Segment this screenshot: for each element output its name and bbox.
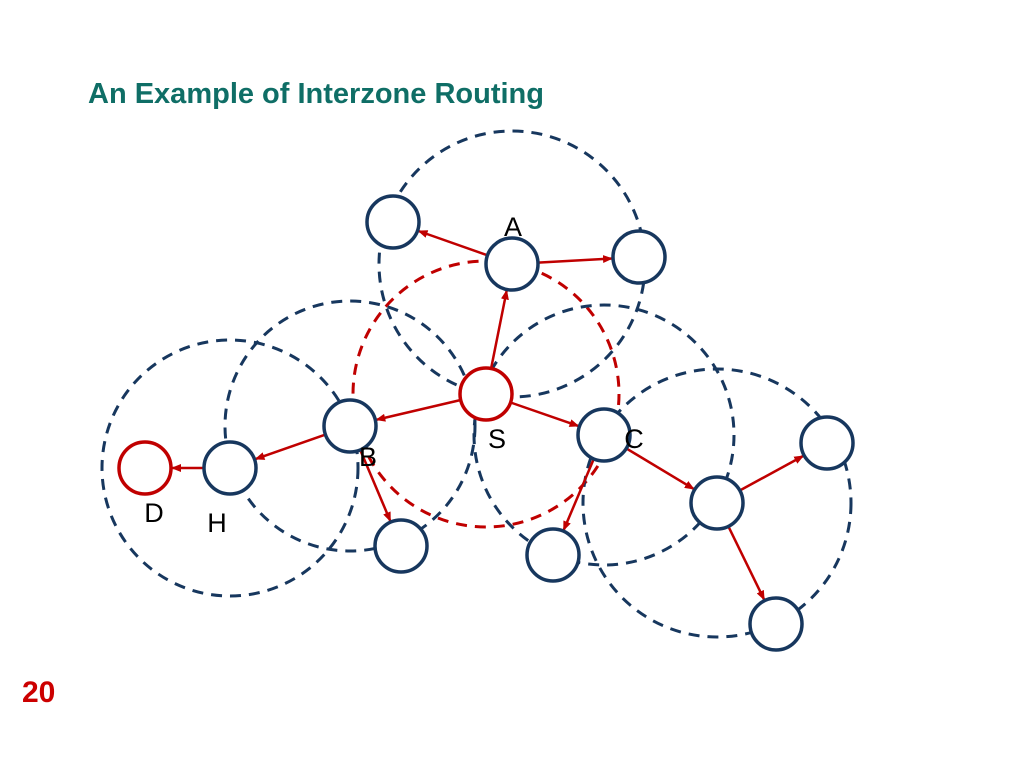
node-n8 [373, 518, 429, 574]
edge-c-to-n10 [562, 458, 595, 532]
zone-circle-b [223, 299, 477, 553]
node-label-s: S [488, 424, 506, 454]
node-label-b: B [359, 442, 377, 472]
node-label-d: D [144, 498, 164, 528]
labels-layer: A S B H D C [144, 212, 644, 538]
nodes-layer [117, 194, 855, 652]
node-n10 [525, 527, 581, 583]
node-n12 [799, 415, 855, 471]
node-n1 [365, 194, 421, 250]
edge-s-to-a [489, 289, 509, 369]
edge-b-to-n8 [359, 449, 392, 523]
node-label-h: H [207, 508, 227, 538]
zone-circle-s [351, 259, 621, 529]
edge-n11-to-n13 [727, 525, 766, 601]
node-n11 [689, 475, 745, 531]
zone-circle-n11 [581, 367, 853, 639]
node-label-a: A [504, 212, 522, 242]
node-h [202, 440, 258, 496]
slide-title: An Example of Interzone Routing [88, 78, 544, 110]
edge-b-to-h [254, 433, 326, 461]
edge-a-to-n1 [417, 229, 488, 257]
zone-circle-c [472, 303, 736, 567]
node-c [576, 407, 632, 463]
zone-circle-h [100, 338, 360, 598]
node-label-c: C [624, 424, 644, 454]
page-number: 20 [22, 676, 56, 709]
edge-c-to-n11 [625, 447, 695, 491]
edges-layer [171, 229, 805, 601]
node-n3 [611, 229, 667, 285]
node-a [484, 236, 540, 292]
node-n13 [748, 596, 804, 652]
edge-s-to-b [375, 398, 461, 422]
edge-a-to-n3 [537, 255, 613, 264]
edge-s-to-c [510, 401, 580, 428]
node-b [322, 398, 378, 454]
edge-n11-to-n12 [739, 454, 805, 492]
node-s [458, 366, 514, 422]
node-d [117, 440, 173, 496]
